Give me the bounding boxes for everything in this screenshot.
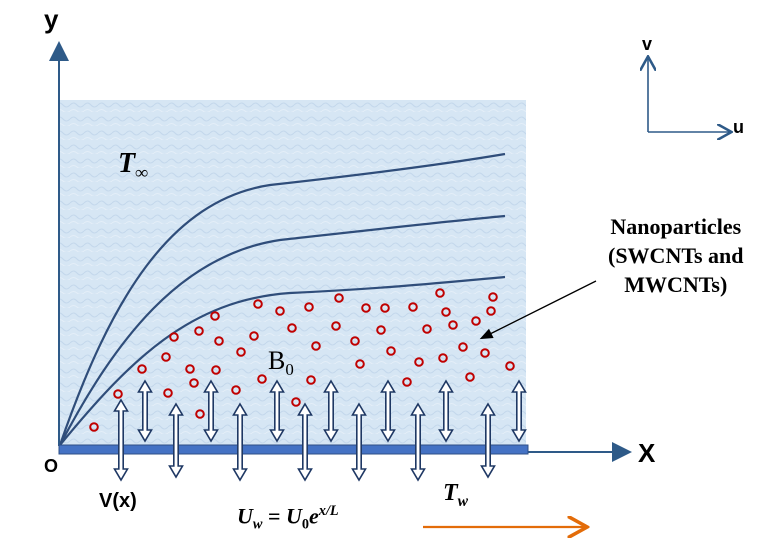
nanoparticle-icon bbox=[486, 306, 496, 316]
nanoparticle-icon bbox=[89, 422, 99, 432]
nanoparticle-icon bbox=[334, 293, 344, 303]
u-direction-label: u bbox=[733, 117, 744, 137]
nanoparticle-icon bbox=[438, 353, 448, 363]
nanoparticle-icon bbox=[355, 359, 365, 369]
boundary-layer-curve-middle bbox=[59, 214, 506, 446]
nanoparticle-icon bbox=[291, 397, 301, 407]
nanoparticle-icon bbox=[214, 336, 224, 346]
double-arrow-icon bbox=[232, 402, 248, 482]
v-direction-label: v bbox=[642, 34, 653, 54]
nanoparticle-icon bbox=[441, 307, 451, 317]
nanoparticle-icon bbox=[331, 321, 341, 331]
double-arrow-icon bbox=[511, 379, 527, 443]
nanoparticle-icon bbox=[113, 389, 123, 399]
nanoparticle-icon bbox=[287, 323, 297, 333]
stretching-sheet bbox=[58, 444, 529, 455]
nanoparticle-icon bbox=[448, 320, 458, 330]
nanoparticle-icon bbox=[458, 342, 468, 352]
nanoparticle-icon bbox=[386, 346, 396, 356]
double-arrow-icon bbox=[297, 402, 313, 482]
nanoparticle-icon bbox=[236, 347, 246, 357]
double-arrow-icon bbox=[438, 379, 454, 443]
nanoparticle-icon bbox=[488, 292, 498, 302]
double-arrow-icon bbox=[351, 402, 367, 482]
nanoparticle-icon bbox=[194, 326, 204, 336]
nanoparticle-icon bbox=[189, 378, 199, 388]
nanoparticle-icon bbox=[163, 388, 173, 398]
nanoparticle-icon bbox=[231, 385, 241, 395]
nanoparticle-icon bbox=[311, 341, 321, 351]
x-axis-label: X bbox=[638, 438, 656, 468]
double-arrow-icon bbox=[323, 379, 339, 443]
nanoparticle-icon bbox=[408, 302, 418, 312]
nanoparticle-icon bbox=[414, 357, 424, 367]
nanoparticle-icon bbox=[137, 364, 147, 374]
nanoparticle-icon bbox=[169, 332, 179, 342]
boundary-layer-curve-upper bbox=[58, 152, 506, 446]
nanoparticle-icon bbox=[304, 302, 314, 312]
nanoparticles-caption: Nanoparticles (SWCNTs and MWCNTs) bbox=[608, 214, 744, 297]
double-arrow-icon bbox=[113, 398, 129, 482]
double-arrow-icon bbox=[410, 402, 426, 482]
nanoparticle-icon bbox=[350, 336, 360, 346]
nanoparticle-icon bbox=[185, 364, 195, 374]
nanoparticle-icon bbox=[471, 316, 481, 326]
double-arrow-icon bbox=[203, 379, 219, 443]
boundary-layer-curve-lower bbox=[59, 275, 506, 446]
nanoparticle-icon bbox=[249, 331, 259, 341]
nanoparticle-icon bbox=[376, 325, 386, 335]
nanoparticle-icon bbox=[161, 352, 171, 362]
double-arrow-icon bbox=[137, 379, 153, 443]
nanoparticle-icon bbox=[275, 306, 285, 316]
nanoparticle-icon bbox=[306, 375, 316, 385]
origin-label: O bbox=[44, 456, 59, 476]
nanoparticle-icon bbox=[380, 303, 390, 313]
y-axis-label: y bbox=[44, 4, 59, 34]
nanoparticle-icon bbox=[402, 377, 412, 387]
nanoparticle-icon bbox=[480, 348, 490, 358]
free-stream-temperature-label: T∞ bbox=[118, 148, 149, 183]
nanoparticle-icon bbox=[253, 299, 263, 309]
nanoparticle-icon bbox=[210, 311, 220, 321]
wall-temperature-label: Tw bbox=[443, 480, 469, 510]
double-arrow-icon bbox=[380, 379, 396, 443]
double-arrow-icon bbox=[168, 402, 184, 479]
nanoparticle-icon bbox=[361, 303, 371, 313]
nanoparticle-pointer bbox=[479, 280, 597, 340]
nanoparticle-icon bbox=[505, 361, 515, 371]
suction-velocity-label: V(x) bbox=[99, 490, 137, 512]
double-arrow-icon bbox=[269, 379, 285, 443]
nanoparticle-icon bbox=[195, 409, 205, 419]
nanoparticle-icon bbox=[422, 324, 432, 334]
nanoparticle-icon bbox=[465, 372, 475, 382]
nanoparticles-group bbox=[89, 288, 515, 432]
wall-velocity-equation: Uw = U0ex/L bbox=[237, 503, 339, 533]
suction-injection-arrows bbox=[113, 379, 527, 482]
nanoparticle-icon bbox=[257, 374, 267, 384]
nanoparticle-icon bbox=[435, 288, 445, 298]
nanoparticle-icon bbox=[211, 365, 221, 375]
double-arrow-icon bbox=[480, 402, 496, 479]
magnetic-field-label: B0 bbox=[268, 346, 294, 380]
